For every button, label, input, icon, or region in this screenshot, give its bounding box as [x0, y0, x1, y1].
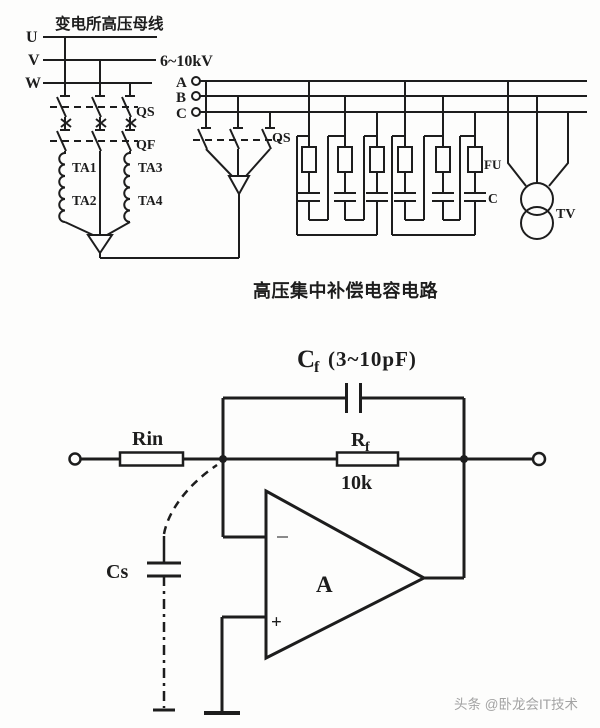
voltage-transformer	[507, 81, 569, 240]
ta2-label: TA2	[72, 193, 97, 208]
abc-terminals	[191, 76, 587, 117]
substation-busbars-uvw	[43, 36, 157, 96]
capacitor-bank-group-1	[296, 81, 388, 236]
qf-label: QF	[136, 138, 155, 153]
closed-position-x-marks	[60, 118, 137, 128]
rf-label-sub: f	[365, 440, 370, 455]
cs-label: Cs	[106, 561, 128, 583]
cable-arrow-right	[205, 148, 271, 197]
cs-stray-capacitor	[147, 463, 218, 712]
qs-disconnector-right	[193, 81, 281, 150]
opamp-circuit-wires	[80, 396, 533, 712]
fuse-symbol	[397, 146, 413, 173]
fuse-symbol	[301, 146, 317, 173]
rin-resistor	[118, 451, 185, 467]
rf-label-main: R	[351, 429, 366, 451]
capacitor-bank-group-2	[391, 81, 486, 236]
opamp-gain-label: A	[316, 572, 333, 597]
capacitor-plates	[394, 192, 486, 202]
output-terminal	[531, 451, 547, 467]
cable-arrow-left	[64, 194, 240, 259]
ta1-label: TA1	[72, 160, 97, 175]
noninverting-plus-label: +	[271, 612, 282, 633]
cf-label-value: (3~10pF)	[328, 347, 417, 371]
qf-breaker	[50, 129, 138, 152]
vt-label: TV	[556, 207, 575, 222]
voltage-label: 6~10kV	[160, 53, 213, 70]
phase-c-label: C	[176, 106, 187, 122]
fuse-symbol	[435, 146, 451, 173]
busbar-title: 变电所高压母线	[55, 14, 164, 33]
opamp-triangle	[264, 488, 428, 661]
rf-resistor	[335, 451, 400, 467]
input-terminal	[68, 452, 82, 466]
phase-a-label: A	[176, 75, 187, 91]
current-transformer-coils	[58, 151, 131, 223]
watermark-text: 头条 @卧龙会IT技术	[454, 696, 578, 712]
ta3-label: TA3	[138, 160, 163, 175]
capacitor-label: C	[488, 191, 498, 206]
rf-value-label: 10k	[341, 472, 373, 494]
fuse-symbol	[467, 146, 483, 173]
qs-left-label: QS	[136, 105, 155, 120]
cf-label-sub: f	[314, 359, 320, 376]
rin-label: Rin	[132, 428, 163, 450]
phase-w-label: W	[25, 75, 41, 92]
ta4-label: TA4	[138, 193, 163, 208]
fuse-label: FU	[484, 157, 502, 172]
capacitor-plates	[298, 192, 388, 202]
phase-u-label: U	[26, 29, 38, 46]
qs-right-label: QS	[272, 131, 291, 146]
fuse-symbol	[369, 146, 385, 173]
qs-disconnector-left	[50, 95, 138, 130]
phase-v-label: V	[28, 52, 40, 69]
phase-b-label: B	[176, 90, 186, 106]
top-circuit-caption: 高压集中补偿电容电路	[253, 280, 438, 301]
junction-dots	[219, 455, 468, 463]
cf-label-main: C	[297, 346, 315, 373]
cf-feedback-capacitor	[345, 383, 362, 413]
fuse-symbol	[337, 146, 353, 173]
